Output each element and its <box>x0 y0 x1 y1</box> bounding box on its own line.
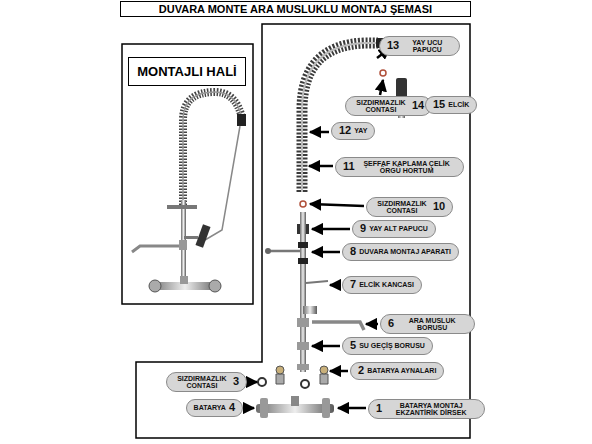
view-heading-box: MONTAJLI HALİ <box>128 57 246 86</box>
part-name: SIZDIRMAZLIK CONTASI <box>353 99 409 114</box>
callout-label: 7ELCİK KANCASI <box>342 276 422 294</box>
washer-3 <box>258 378 266 386</box>
part-name: SIZDIRMAZLIK CONTASI <box>374 200 430 215</box>
callout-label: 8DUVARA MONTAJ APARATI <box>342 243 459 261</box>
spout <box>312 322 364 330</box>
part-name: BATARYA <box>194 404 226 411</box>
part-name: ŞEFFAF KAPLAMA ÇELİK ÖRGÜ HORTUM <box>358 160 456 175</box>
callout-label: SIZDIRMAZLIK CONTASI14 <box>345 96 432 117</box>
callout-number: 13 <box>387 40 399 52</box>
callout-label: SIZDIRMAZLIK CONTASI10 <box>366 197 453 218</box>
part-name: YAY <box>354 127 367 134</box>
main-frame <box>136 24 470 438</box>
part-name: YAY ALT PAPUCU <box>369 225 428 232</box>
callout-label: 13YAY UCU PAPUCU <box>379 36 460 57</box>
callout-label: 9YAY ALT PAPUCU <box>352 220 436 238</box>
callout-number: 1 <box>376 403 382 415</box>
part-name: ELCİK KANCASI <box>359 281 414 288</box>
title-box: DUVARA MONTE ARA MUSLUKLU MONTAJ ŞEMASI <box>120 1 471 17</box>
callout-label: 11ŞEFFAF KAPLAMA ÇELİK ÖRGÜ HORTUM <box>335 157 464 178</box>
callout-number: 7 <box>350 279 356 291</box>
callout-number: 15 <box>433 99 445 111</box>
callout-label: SIZDIRMAZLIK CONTASI3 <box>166 372 247 393</box>
washer-14 <box>380 70 386 76</box>
callout-number: 14 <box>412 100 424 112</box>
heading-text: MONTAJLI HALİ <box>133 64 241 79</box>
part-name: ELCİK <box>448 101 469 108</box>
hook <box>306 281 328 283</box>
callout-label: BATARYA4 <box>186 399 243 417</box>
callout-number: 10 <box>433 201 445 213</box>
callout-label: 15ELCİK <box>425 96 477 114</box>
callout-number: 6 <box>388 318 394 330</box>
part-name: YAY UCU PAPUCU <box>402 39 452 54</box>
part-name: SIZDIRMAZLIK CONTASI <box>174 375 230 390</box>
callout-label: 5SU GEÇİŞ BORUSU <box>342 337 433 355</box>
washer-10 <box>300 201 306 207</box>
callout-number: 4 <box>229 402 235 414</box>
callout-number: 12 <box>339 125 351 137</box>
wall-bracket <box>270 250 300 253</box>
callout-number: 2 <box>358 365 364 377</box>
callout-label: 1BATARYA MONTAJ EKZANTİRİK DİRSEK <box>368 399 485 420</box>
title-text: DUVARA MONTE ARA MUSLUKLU MONTAJ ŞEMASI <box>125 3 466 15</box>
part-name: DUVARA MONTAJ APARATI <box>359 248 451 255</box>
callout-number: 9 <box>360 223 366 235</box>
callout-number: 11 <box>343 161 355 173</box>
part-name: BATARYA AYNALARI <box>367 367 436 374</box>
callout-number: 5 <box>350 340 356 352</box>
assembled-view <box>132 92 246 292</box>
part-name: ARA MUSLUK BORUSU <box>397 317 467 332</box>
callout-label: 2BATARYA AYNALARI <box>350 362 444 380</box>
inset-frame <box>122 44 253 304</box>
part-name: SU GEÇİŞ BORUSU <box>359 342 425 349</box>
part-name: BATARYA MONTAJ EKZANTİRİK DİRSEK <box>385 402 477 417</box>
callout-label: 6ARA MUSLUK BORUSU <box>380 314 475 335</box>
callout-number: 3 <box>233 376 239 388</box>
callout-number: 8 <box>350 246 356 258</box>
callout-label: 12YAY <box>331 122 375 140</box>
